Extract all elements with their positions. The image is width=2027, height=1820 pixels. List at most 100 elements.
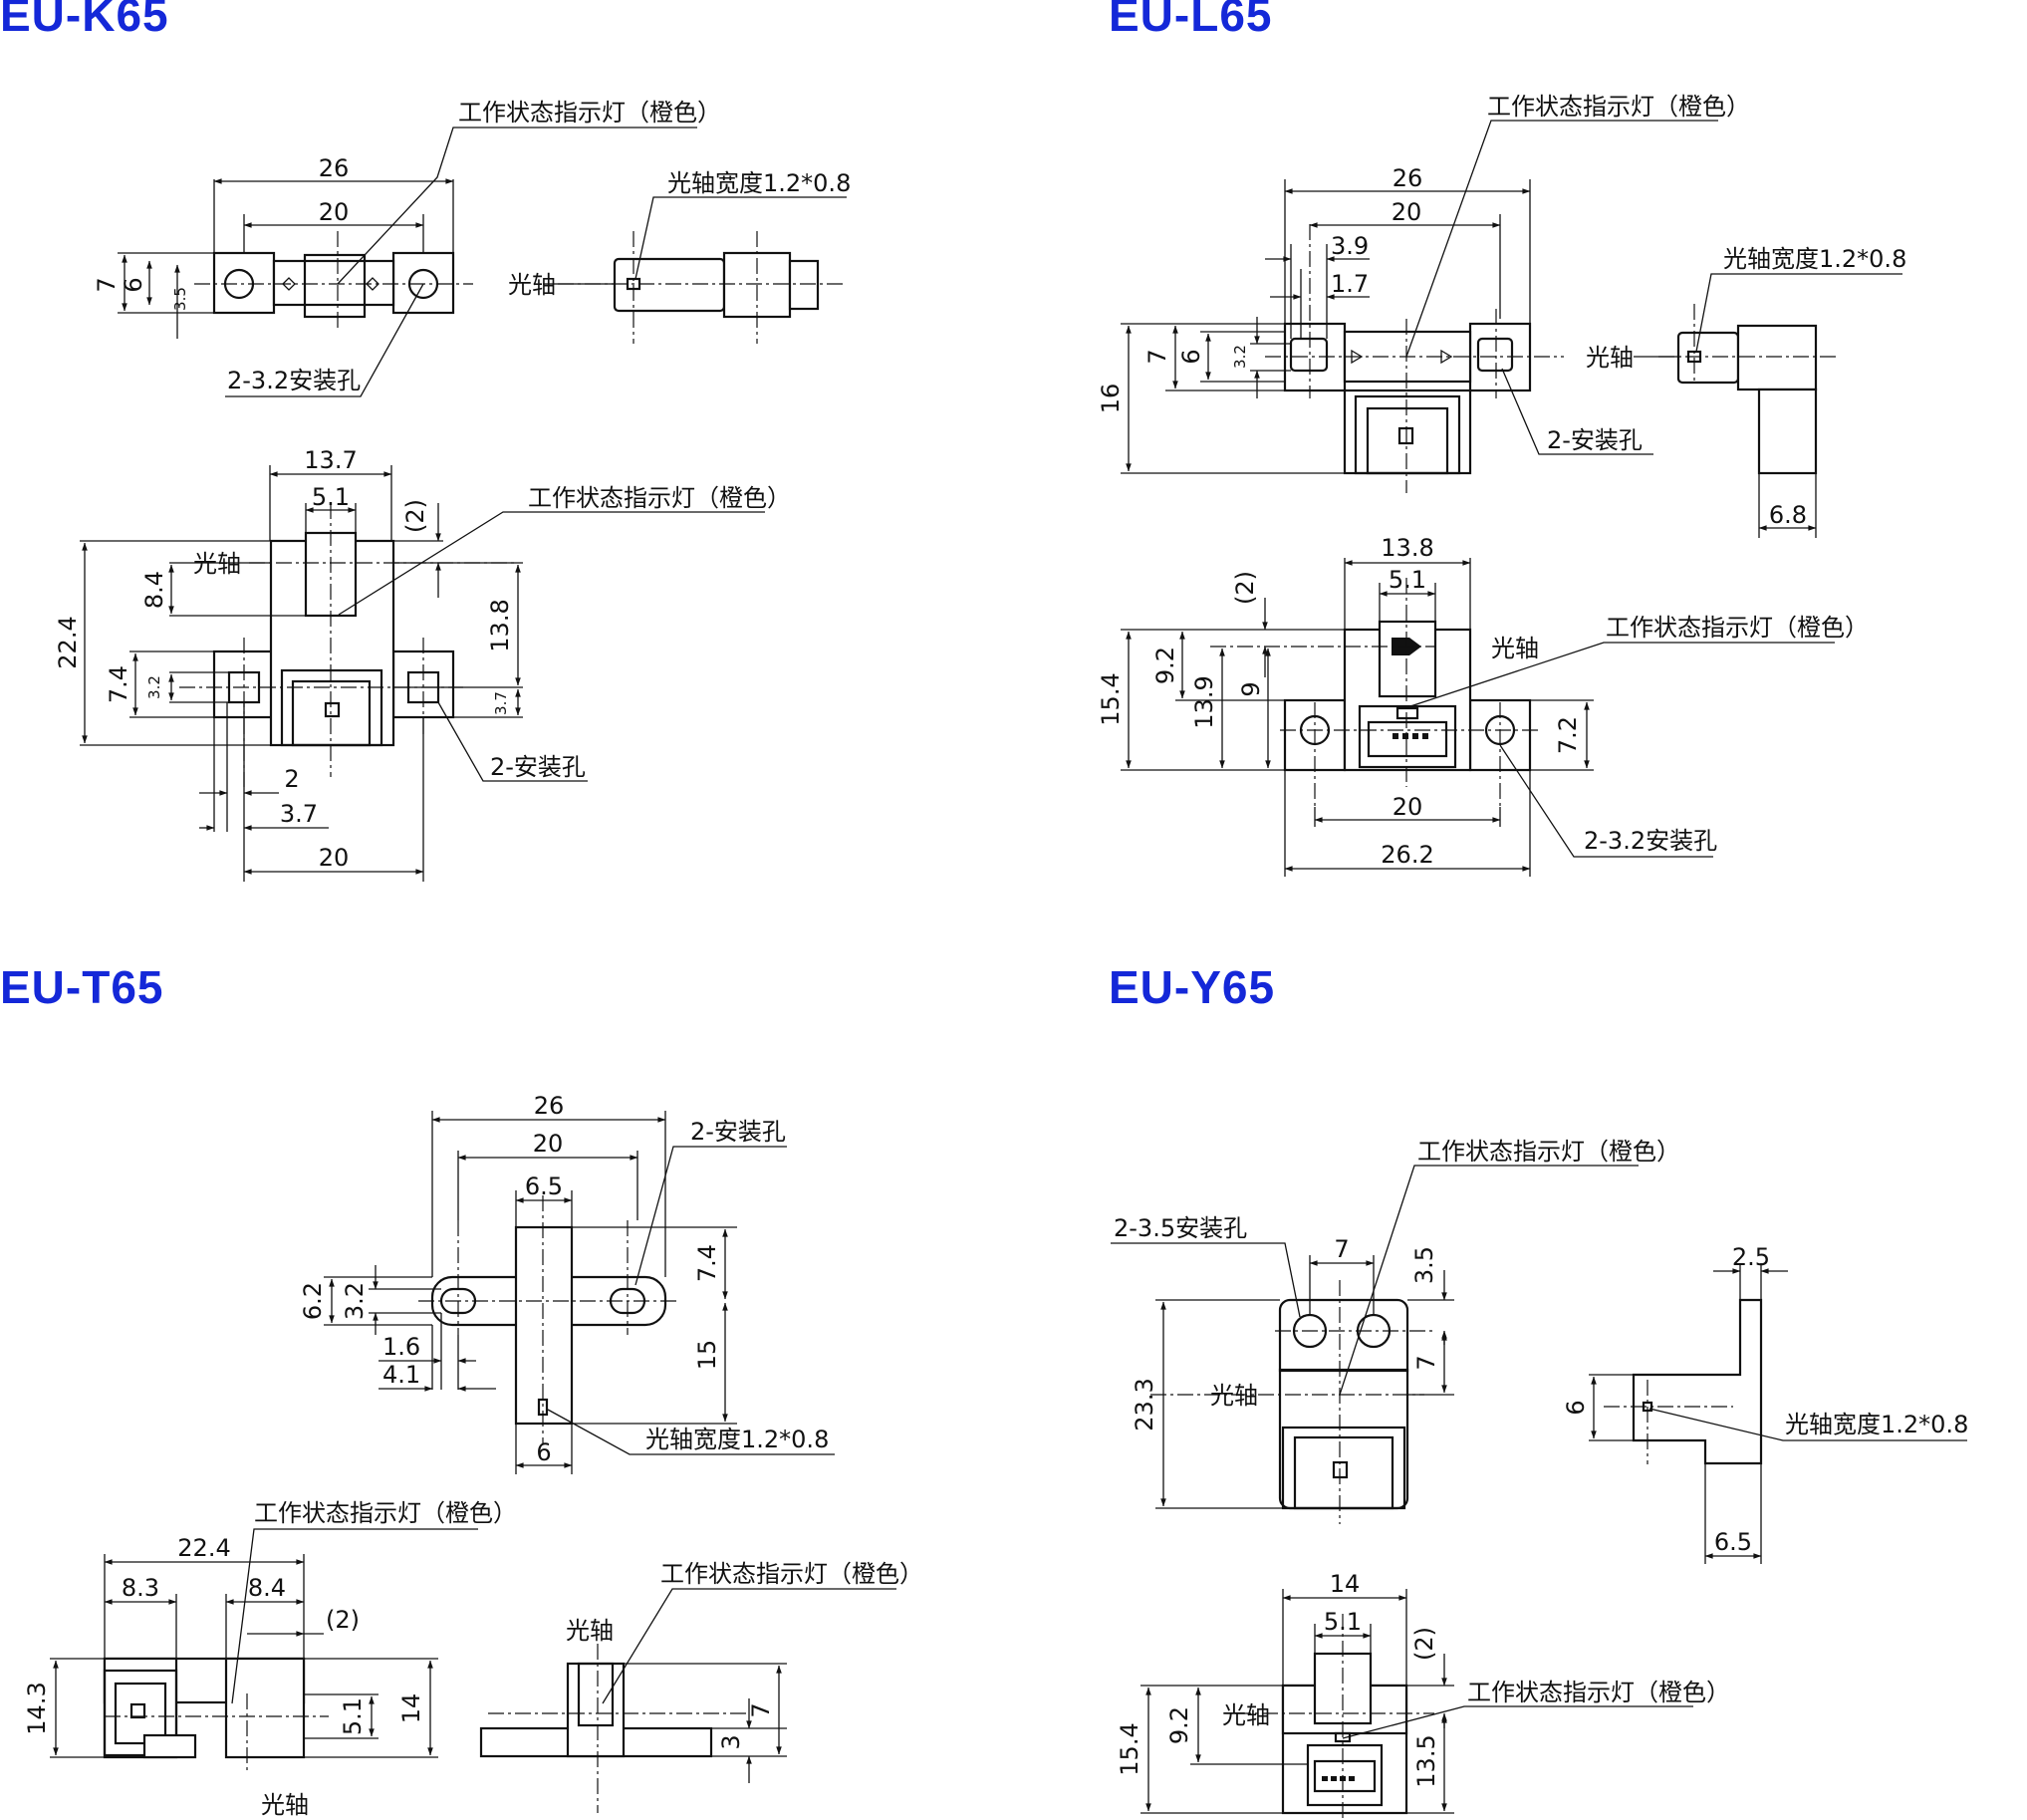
t65-dim-6-2: 6.2 bbox=[299, 1282, 327, 1320]
l65-dim-9-2: 9.2 bbox=[1151, 647, 1179, 684]
model-title-eu-y65: EU-Y65 bbox=[1109, 961, 1276, 1013]
t65-front-axis-label: 光轴 bbox=[566, 1617, 614, 1645]
y65-dim-2-5: 2.5 bbox=[1732, 1243, 1770, 1271]
k65-dim-7: 7 bbox=[93, 277, 121, 292]
y65-dim-15-4: 15.4 bbox=[1116, 1722, 1143, 1775]
l65-dim-7-2: 7.2 bbox=[1554, 716, 1582, 754]
t65-dim-8-4: 8.4 bbox=[248, 1574, 286, 1602]
eu-y65-front-view: 14 5.1 (2) 13.5 15.4 9.2 光轴 工作状态指示灯（橙色） bbox=[1116, 1570, 1730, 1820]
t65-dim-8-3: 8.3 bbox=[122, 1574, 159, 1602]
y65-dim-6-5: 6.5 bbox=[1714, 1528, 1752, 1556]
l65-axis-label: 光轴 bbox=[1586, 344, 1634, 372]
eu-k65-side-view: 光轴 光轴宽度1.2*0.8 bbox=[508, 169, 851, 344]
k65-dim-3-2: 3.2 bbox=[145, 675, 163, 699]
t65-dim-7: 7 bbox=[747, 1702, 775, 1717]
l65-dim-3-2: 3.2 bbox=[1231, 345, 1249, 369]
l65-dim-20: 20 bbox=[1392, 198, 1422, 226]
k65-dim-3-7v: 3.7 bbox=[492, 691, 510, 715]
l65-holes-label: 2-安装孔 bbox=[1547, 426, 1643, 454]
y65-dim-5-1: 5.1 bbox=[1324, 1608, 1362, 1636]
k65-dim-26: 26 bbox=[319, 154, 350, 182]
t65-dim-4-1: 4.1 bbox=[382, 1361, 420, 1389]
eu-l65-front-view: 13.8 5.1 (2) 15.4 9.2 13.9 9 7.2 20 26.2… bbox=[1097, 534, 1869, 877]
y65-indicator-label: 工作状态指示灯（橙色） bbox=[1417, 1138, 1680, 1166]
k65-dim-22-4: 22.4 bbox=[54, 616, 82, 668]
k65-dim-8-4: 8.4 bbox=[140, 571, 168, 609]
y65-dim-9-2: 9.2 bbox=[1165, 1706, 1193, 1744]
t65-dim-6-5: 6.5 bbox=[525, 1172, 563, 1200]
eu-t65-front-view: 光轴 工作状态指示灯（橙色） 3 7 bbox=[479, 1560, 923, 1813]
l65-dim-1-7: 1.7 bbox=[1331, 270, 1369, 298]
l65-dim-26-2: 26.2 bbox=[1381, 841, 1433, 869]
eu-t65-top-view: 26 20 6.5 6.2 3.2 7.4 15 1.6 4.1 6 2-安装孔… bbox=[299, 1092, 835, 1474]
model-title-eu-t65: EU-T65 bbox=[0, 961, 164, 1013]
y65-dim-p2: (2) bbox=[1410, 1627, 1438, 1661]
l65-dim-3-9: 3.9 bbox=[1331, 232, 1369, 260]
eu-l65-top-view: 26 20 3.9 1.7 16 7 6 3.2 工作状态指示灯（橙色） 2-安… bbox=[1097, 93, 1750, 493]
k65-dim-20b: 20 bbox=[319, 844, 350, 872]
l65-dim-16: 16 bbox=[1097, 384, 1125, 414]
model-title-eu-l65: EU-L65 bbox=[1109, 0, 1273, 41]
y65-dim-13-5: 13.5 bbox=[1412, 1734, 1440, 1787]
y65-front-axis-label: 光轴 bbox=[1222, 1701, 1270, 1729]
l65-dim-20b: 20 bbox=[1393, 793, 1423, 821]
t65-dim-6: 6 bbox=[536, 1438, 551, 1466]
y65-dim-6: 6 bbox=[1562, 1400, 1590, 1415]
t65-dim-20: 20 bbox=[533, 1130, 564, 1158]
y65-dim-7: 7 bbox=[1334, 1235, 1349, 1263]
y65-dim-7v: 7 bbox=[1412, 1355, 1440, 1370]
y65-axis-label: 光轴 bbox=[1210, 1382, 1258, 1410]
l65-dim-15-4: 15.4 bbox=[1097, 672, 1125, 725]
k65-axis-width-label: 光轴宽度1.2*0.8 bbox=[667, 169, 851, 197]
l65-dim-26: 26 bbox=[1393, 164, 1423, 192]
t65-dim-14: 14 bbox=[397, 1693, 425, 1724]
k65-dim-3-7: 3.7 bbox=[280, 800, 318, 828]
eu-y65-side-view: 2.5 6 光轴宽度1.2*0.8 6.5 bbox=[1562, 1243, 1968, 1564]
k65-dim-20: 20 bbox=[319, 198, 350, 226]
k65-dim-3-5: 3.5 bbox=[171, 287, 189, 311]
y65-holes-label: 2-3.5安装孔 bbox=[1114, 1214, 1247, 1242]
k65-dim-6: 6 bbox=[120, 277, 147, 292]
y65-dim-14: 14 bbox=[1330, 1570, 1361, 1598]
eu-k65-front-view: 13.7 5.1 22.4 8.4 光轴 7.4 3.2 (2) 13.8 3.… bbox=[54, 446, 791, 882]
t65-dim-7-4: 7.4 bbox=[693, 1244, 721, 1282]
y65-front-indicator-label: 工作状态指示灯（橙色） bbox=[1467, 1679, 1730, 1706]
l65-dim-9: 9 bbox=[1237, 681, 1265, 696]
k65-dim-2: 2 bbox=[284, 765, 299, 793]
t65-dim-1-6: 1.6 bbox=[382, 1333, 420, 1361]
t65-dim-14-3: 14.3 bbox=[23, 1682, 51, 1734]
t65-dim-26: 26 bbox=[534, 1092, 565, 1120]
l65-front-axis-label: 光轴 bbox=[1491, 635, 1539, 662]
t65-side-indicator-label: 工作状态指示灯（橙色） bbox=[254, 1499, 517, 1527]
l65-dim-13-9: 13.9 bbox=[1190, 675, 1218, 728]
l65-dim-6-8: 6.8 bbox=[1769, 501, 1807, 529]
t65-dim-3-2: 3.2 bbox=[341, 1282, 369, 1320]
k65-front-axis-label: 光轴 bbox=[193, 550, 241, 578]
t65-side-axis-label: 光轴 bbox=[261, 1791, 309, 1819]
y65-dim-3-5: 3.5 bbox=[1410, 1246, 1438, 1284]
k65-dim-5-1: 5.1 bbox=[312, 483, 350, 511]
l65-front-indicator-label: 工作状态指示灯（橙色） bbox=[1606, 614, 1869, 642]
k65-indicator-label: 工作状态指示灯（橙色） bbox=[458, 99, 721, 127]
k65-dim-13-7: 13.7 bbox=[304, 446, 357, 474]
k65-dim-7-4: 7.4 bbox=[105, 665, 132, 703]
l65-front-holes-label: 2-3.2安装孔 bbox=[1584, 827, 1717, 855]
l65-dim-5-1: 5.1 bbox=[1389, 566, 1426, 594]
t65-holes-label: 2-安装孔 bbox=[690, 1118, 786, 1146]
k65-holes-label: 2-3.2安装孔 bbox=[227, 367, 361, 394]
eu-k65-top-view: 26 20 7 6 3.5 工作状态指示灯（橙色） 2-3.2安装孔 bbox=[93, 99, 721, 397]
k65-axis-label: 光轴 bbox=[508, 271, 556, 299]
t65-dim-3: 3 bbox=[717, 1734, 745, 1749]
l65-dim-6: 6 bbox=[1177, 349, 1205, 364]
t65-dim-22-4: 22.4 bbox=[177, 1534, 230, 1562]
eu-t65-side-view: 22.4 8.3 8.4 (2) 14.3 5.1 14 工作状态指示灯（橙色）… bbox=[23, 1499, 517, 1819]
l65-indicator-label: 工作状态指示灯（橙色） bbox=[1487, 93, 1750, 121]
l65-dim-p2: (2) bbox=[1231, 571, 1259, 605]
t65-front-indicator-label: 工作状态指示灯（橙色） bbox=[660, 1560, 923, 1588]
t65-dim-p2: (2) bbox=[326, 1606, 360, 1634]
l65-dim-7: 7 bbox=[1143, 349, 1171, 364]
l65-axis-width-label: 光轴宽度1.2*0.8 bbox=[1723, 245, 1906, 273]
y65-dim-23-3: 23.3 bbox=[1131, 1378, 1158, 1430]
k65-dim-13-8: 13.8 bbox=[486, 599, 514, 651]
